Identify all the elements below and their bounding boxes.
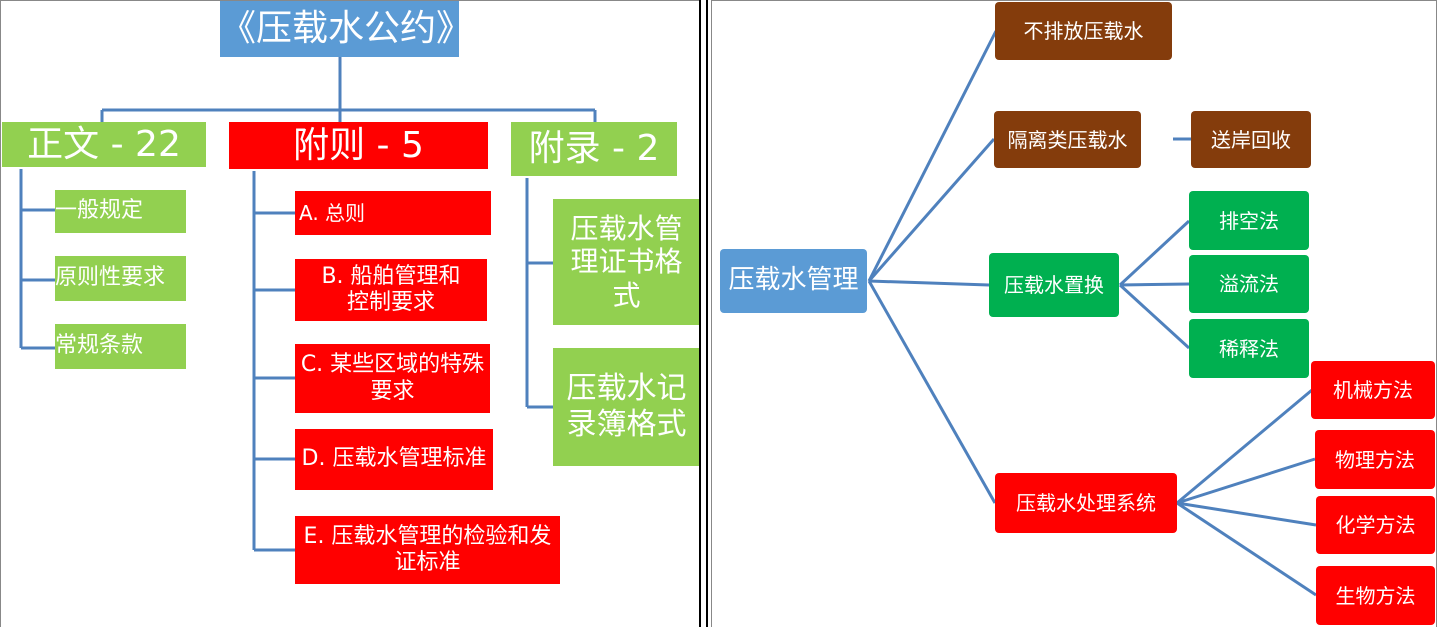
- exchange-node: 压载水置换: [989, 253, 1119, 317]
- main-text-item: 原则性要求: [55, 256, 186, 301]
- annex-item: B. 船舶管理和控制要求: [295, 259, 487, 321]
- exchange-method: 稀释法: [1189, 319, 1309, 378]
- management-root: 压载水管理: [720, 249, 867, 313]
- main-text-item: 一般规定: [55, 190, 186, 233]
- treatment-system-node: 压载水处理系统: [995, 473, 1177, 533]
- annex-item: A. 总则: [295, 191, 491, 235]
- treatment-method: 物理方法: [1315, 430, 1435, 489]
- shore-reception-node: 送岸回收: [1191, 111, 1311, 168]
- treatment-method: 机械方法: [1311, 361, 1435, 419]
- annex-item: D. 压载水管理标准: [295, 429, 493, 490]
- annex-item: E. 压载水管理的检验和发证标准: [295, 516, 560, 584]
- annex-item: C. 某些区域的特殊要求: [295, 344, 490, 413]
- isolated-ballast-node: 隔离类压载水: [994, 111, 1141, 168]
- convention-title: 《压载水公约》: [220, 1, 472, 57]
- exchange-method: 排空法: [1189, 191, 1309, 250]
- convention-panel: 《压载水公约》 正文 - 22 附则 - 5 附录 - 2 一般规定 原则性要求…: [0, 0, 700, 627]
- section-main-text: 正文 - 22: [2, 122, 206, 167]
- no-discharge-node: 不排放压载水: [995, 2, 1172, 60]
- treatment-method: 化学方法: [1316, 496, 1435, 554]
- panel-divider: [699, 0, 701, 627]
- panel-divider: [706, 0, 708, 627]
- main-text-item: 常规条款: [55, 324, 186, 369]
- management-connectors: [867, 30, 1317, 597]
- exchange-method: 溢流法: [1189, 255, 1309, 313]
- section-appendix: 附录 - 2: [511, 122, 677, 176]
- management-panel: 压载水管理 不排放压载水 隔离类压载水 送岸回收 压载水置换 排空法 溢流法 稀…: [711, 0, 1437, 627]
- treatment-method: 生物方法: [1316, 566, 1435, 625]
- appendix-item: 压载水管理证书格式: [553, 199, 700, 325]
- section-annex: 附则 - 5: [229, 122, 488, 169]
- convention-connectors: [19, 57, 597, 552]
- appendix-item: 压载水记录簿格式: [553, 348, 700, 466]
